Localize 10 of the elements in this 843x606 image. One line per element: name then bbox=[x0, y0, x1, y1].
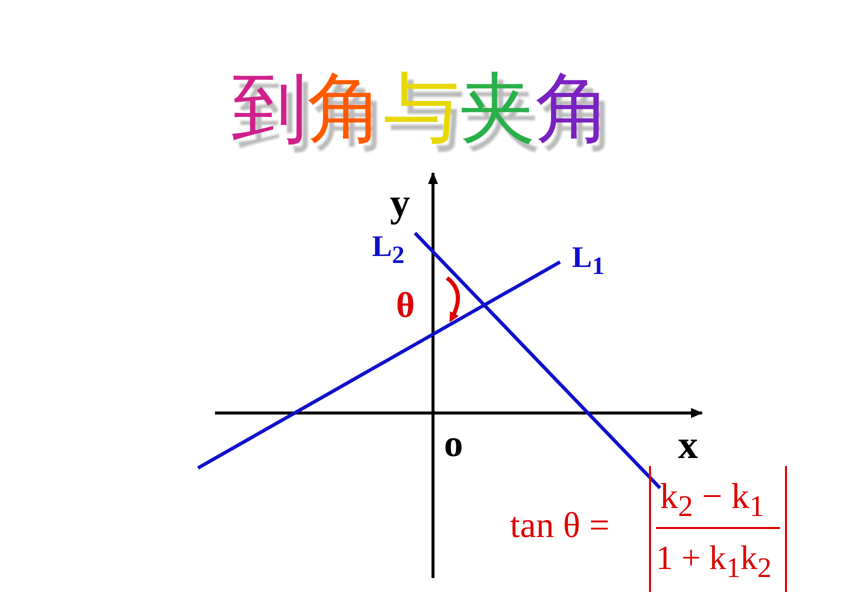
formula-text: k$_{2}$ − k$_{1}$ bbox=[660, 478, 764, 522]
axis-label: y bbox=[390, 183, 410, 223]
formula-text: 1 + k$_{1}$k$_{2}$ bbox=[656, 542, 772, 584]
title: 到角与夹角 bbox=[230, 70, 612, 146]
line-label: L$_{1}$ bbox=[572, 243, 605, 279]
formula-text: tan θ = bbox=[510, 507, 610, 543]
angle-label: θ bbox=[396, 287, 415, 323]
line-label: L$_{2}$ bbox=[372, 232, 405, 268]
origin-label: o bbox=[444, 425, 463, 463]
axis-label: x bbox=[678, 425, 698, 465]
